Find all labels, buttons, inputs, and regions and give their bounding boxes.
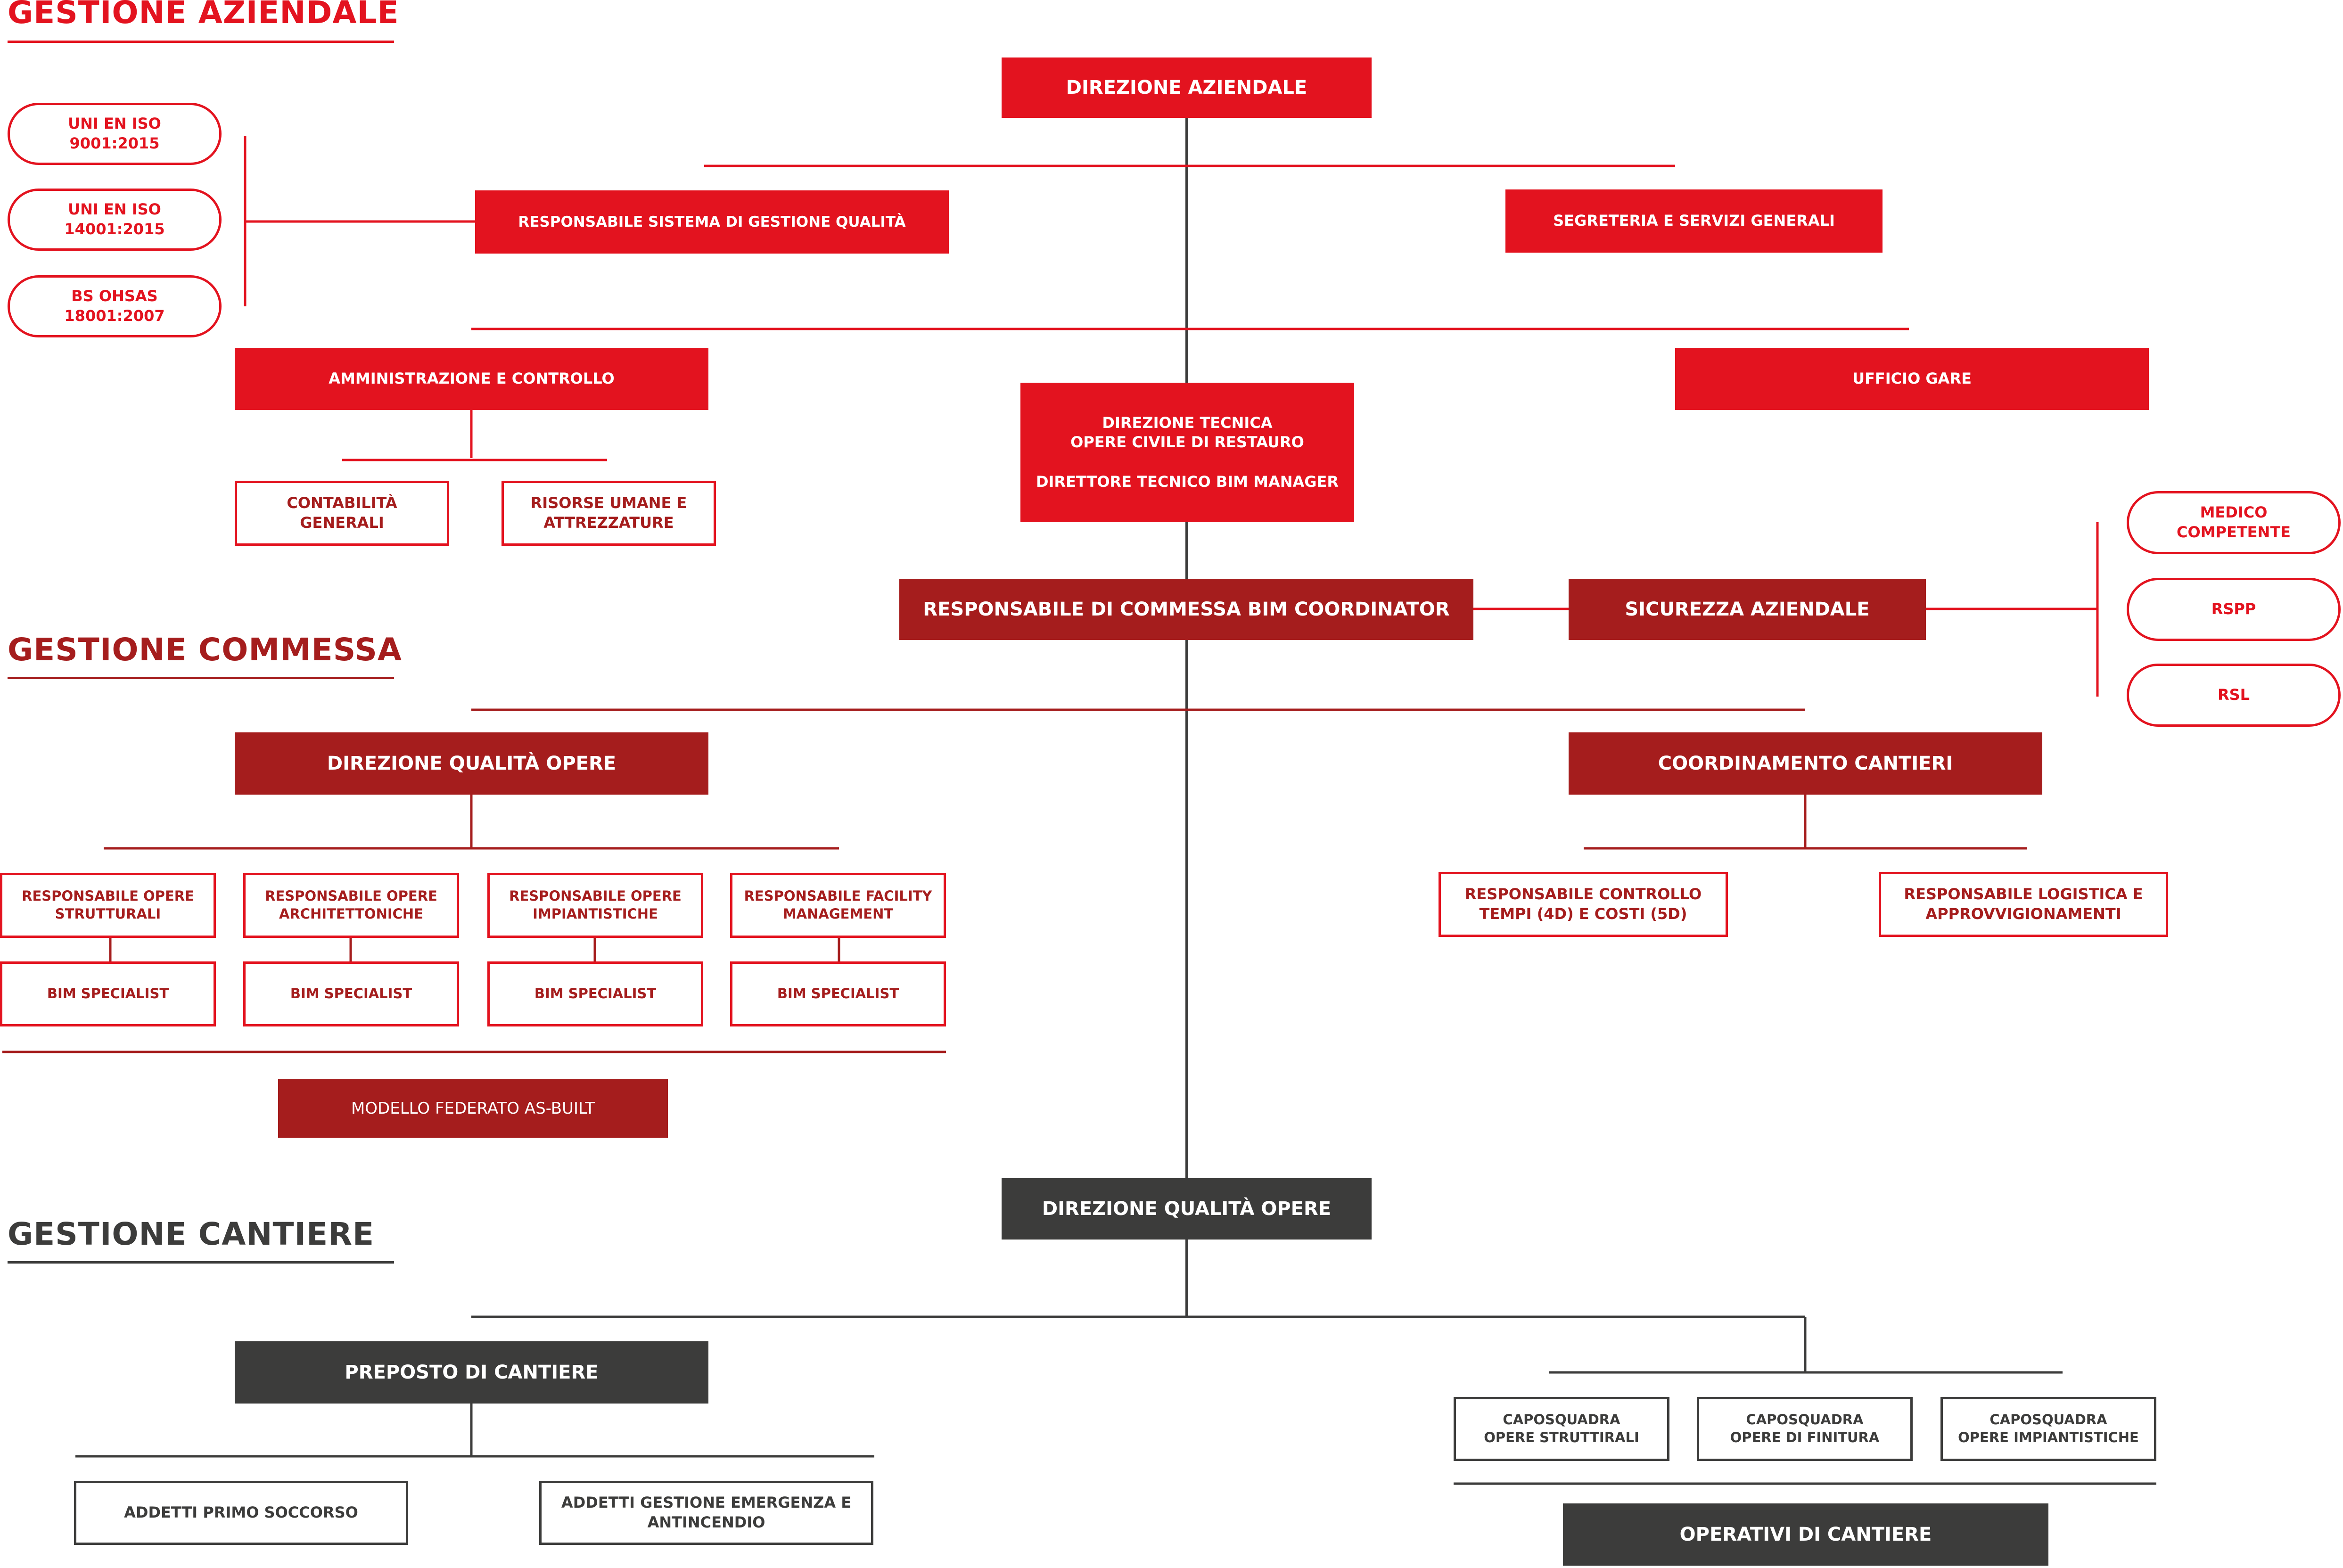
node-resp-qualita: RESPONSABILE SISTEMA DI GESTIONE QUALITÀ bbox=[475, 190, 949, 254]
node-modello-federato: MODELLO FEDERATO AS-BUILT bbox=[278, 1079, 668, 1138]
node-ufficio-gare: UFFICIO GARE bbox=[1675, 348, 2149, 410]
node-direzione-qualita-cantiere: DIREZIONE QUALITÀ OPERE bbox=[1002, 1178, 1372, 1240]
node-iso-9001: UNI EN ISO 9001:2015 bbox=[8, 103, 222, 165]
node-caposquadra-impiantistiche: CAPOSQUADRA OPERE IMPIANTISTICHE bbox=[1940, 1397, 2156, 1461]
section-rule-aziendale bbox=[8, 41, 394, 43]
node-operativi: OPERATIVI DI CANTIERE bbox=[1563, 1503, 2048, 1566]
node-preposto: PREPOSTO DI CANTIERE bbox=[235, 1341, 708, 1404]
node-bim-specialist-1: BIM SPECIALIST bbox=[0, 961, 216, 1026]
node-resp-architettoniche: RESPONSABILE OPERE ARCHITETTONICHE bbox=[243, 873, 459, 938]
node-direzione-qualita-commessa: DIREZIONE QUALITÀ OPERE bbox=[235, 732, 708, 795]
node-bim-specialist-3: BIM SPECIALIST bbox=[487, 961, 703, 1026]
node-medico: MEDICO COMPETENTE bbox=[2127, 491, 2341, 554]
node-resp-commessa: RESPONSABILE DI COMMESSA BIM COORDINATOR bbox=[899, 579, 1473, 640]
node-segreteria: SEGRETERIA E SERVIZI GENERALI bbox=[1505, 189, 1883, 253]
section-title-commessa: GESTIONE COMMESSA bbox=[8, 632, 402, 668]
node-caposquadra-finitura: CAPOSQUADRA OPERE DI FINITURA bbox=[1697, 1397, 1913, 1461]
node-rsl: RSL bbox=[2127, 664, 2341, 727]
section-title-aziendale: GESTIONE AZIENDALE bbox=[8, 0, 399, 31]
node-sicurezza: SICUREZZA AZIENDALE bbox=[1569, 579, 1926, 640]
node-resp-impiantistiche: RESPONSABILE OPERE IMPIANTISTICHE bbox=[487, 873, 703, 938]
section-rule-commessa bbox=[8, 677, 394, 679]
node-iso-14001: UNI EN ISO 14001:2015 bbox=[8, 189, 222, 251]
section-title-cantiere: GESTIONE CANTIERE bbox=[8, 1216, 375, 1252]
node-coordinamento: COORDINAMENTO CANTIERI bbox=[1569, 732, 2042, 795]
node-direzione-aziendale: DIREZIONE AZIENDALE bbox=[1002, 57, 1372, 118]
node-addetti-soccorso: ADDETTI PRIMO SOCCORSO bbox=[74, 1481, 408, 1545]
section-rule-cantiere bbox=[8, 1261, 394, 1264]
node-bs-ohsas: BS OHSAS 18001:2007 bbox=[8, 275, 222, 337]
node-resp-logistica: RESPONSABILE LOGISTICA E APPROVVIGIONAME… bbox=[1879, 872, 2168, 937]
node-addetti-emergenza: ADDETTI GESTIONE EMERGENZA E ANTINCENDIO bbox=[539, 1481, 873, 1545]
node-caposquadra-strutturali: CAPOSQUADRA OPERE STRUTTIRALI bbox=[1454, 1397, 1669, 1461]
node-contabilita: CONTABILITÀ GENERALI bbox=[235, 481, 449, 546]
node-amministrazione: AMMINISTRAZIONE E CONTROLLO bbox=[235, 348, 708, 410]
node-bim-specialist-4: BIM SPECIALIST bbox=[730, 961, 946, 1026]
node-risorse-umane: RISORSE UMANE E ATTREZZATURE bbox=[501, 481, 716, 546]
node-direzione-tecnica: DIREZIONE TECNICA OPERE CIVILE DI RESTAU… bbox=[1020, 383, 1354, 522]
node-rspp: RSPP bbox=[2127, 578, 2341, 641]
node-resp-facility: RESPONSABILE FACILITY MANAGEMENT bbox=[730, 873, 946, 938]
node-resp-controllo: RESPONSABILE CONTROLLO TEMPI (4D) E COST… bbox=[1439, 872, 1728, 937]
node-bim-specialist-2: BIM SPECIALIST bbox=[243, 961, 459, 1026]
node-resp-strutturali: RESPONSABILE OPERE STRUTTURALI bbox=[0, 873, 216, 938]
